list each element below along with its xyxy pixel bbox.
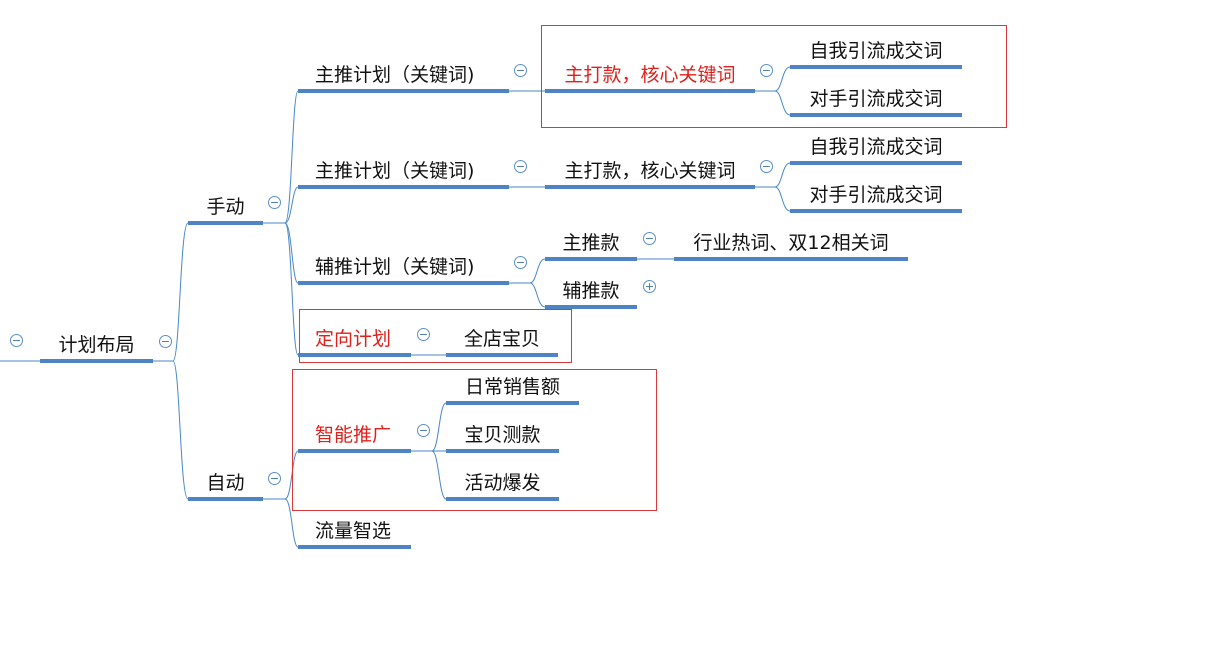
plan4-child-node[interactable]: 全店宝贝 bbox=[446, 325, 558, 357]
link-plan3-aux bbox=[529, 282, 546, 308]
plan2-leaf2-label: 对手引流成交词 bbox=[809, 184, 943, 206]
plan3-collapse-toggle[interactable]: − bbox=[514, 256, 527, 269]
smart-promotion-node[interactable]: 智能推广 bbox=[298, 421, 411, 453]
auto-node[interactable]: 自动 bbox=[188, 469, 263, 501]
plan1-child-node[interactable]: 主打款，核心关键词 bbox=[545, 61, 755, 93]
plan1-leaf-node[interactable]: 对手引流成交词 bbox=[790, 85, 962, 117]
plan4-collapse-toggle[interactable]: − bbox=[417, 328, 430, 341]
root-node[interactable]: 计划布局 bbox=[40, 331, 153, 363]
plan3-aux-label: 辅推款 bbox=[562, 280, 620, 302]
plan3-aux-expand-toggle[interactable]: + bbox=[643, 280, 656, 293]
smart-child-node[interactable]: 宝贝测款 bbox=[446, 421, 559, 453]
smart-child1-label: 日常销售额 bbox=[464, 376, 560, 398]
plan2-node[interactable]: 主推计划（关键词) bbox=[298, 157, 509, 189]
manual-collapse-toggle[interactable]: − bbox=[268, 196, 281, 209]
plan3-label: 辅推计划（关键词) bbox=[315, 256, 475, 278]
manual-label: 手动 bbox=[206, 196, 245, 218]
plan2-child-label: 主打款，核心关键词 bbox=[564, 160, 736, 182]
smart-child3-label: 活动爆发 bbox=[464, 472, 541, 494]
plan1-leaf-node[interactable]: 自我引流成交词 bbox=[790, 37, 962, 69]
smart-child-node[interactable]: 活动爆发 bbox=[446, 469, 559, 501]
link-auto-traffic bbox=[284, 498, 299, 548]
highlight-frame-targeting-plan bbox=[299, 309, 572, 363]
traffic-select-label: 流量智选 bbox=[315, 520, 392, 542]
plan3-main-node[interactable]: 主推款 bbox=[545, 229, 637, 261]
plan1-leaf2-label: 对手引流成交词 bbox=[809, 88, 943, 110]
plan3-main-label: 主推款 bbox=[562, 232, 620, 254]
plan2-leaf-node[interactable]: 对手引流成交词 bbox=[790, 181, 962, 213]
link-smart-child3 bbox=[431, 450, 447, 500]
plan4-label: 定向计划 bbox=[315, 328, 392, 350]
plan1-leaf1-label: 自我引流成交词 bbox=[809, 40, 943, 62]
plan1-label: 主推计划（关键词) bbox=[315, 64, 475, 86]
plan3-node[interactable]: 辅推计划（关键词) bbox=[298, 253, 509, 285]
plan3-main-leaf-node[interactable]: 行业热词、双12相关词 bbox=[674, 229, 908, 261]
plan2-leaf1-label: 自我引流成交词 bbox=[809, 136, 943, 158]
traffic-select-node[interactable]: 流量智选 bbox=[298, 517, 411, 549]
link-manual-plan4 bbox=[284, 222, 299, 356]
link-plan2-leaf2 bbox=[774, 186, 791, 212]
smart-promotion-collapse-toggle[interactable]: − bbox=[417, 424, 430, 437]
plan2-leaf-node[interactable]: 自我引流成交词 bbox=[790, 133, 962, 165]
plan1-node[interactable]: 主推计划（关键词) bbox=[298, 61, 509, 93]
link-plan1-leaf2 bbox=[774, 90, 791, 116]
smart-child2-label: 宝贝测款 bbox=[464, 424, 541, 446]
link-manual-plan2 bbox=[284, 186, 299, 224]
auto-label: 自动 bbox=[206, 472, 245, 494]
plan2-child-collapse-toggle[interactable]: − bbox=[760, 160, 773, 173]
plan2-child-node[interactable]: 主打款，核心关键词 bbox=[545, 157, 755, 189]
edge-collapse-toggle[interactable]: − bbox=[10, 334, 23, 347]
link-manual-plan1 bbox=[263, 90, 299, 224]
link-root-auto bbox=[172, 360, 189, 500]
smart-promotion-label: 智能推广 bbox=[315, 424, 392, 446]
link-manual-plan3 bbox=[284, 222, 299, 284]
smart-child-node[interactable]: 日常销售额 bbox=[446, 373, 579, 405]
root-collapse-toggle[interactable]: − bbox=[159, 335, 172, 348]
plan1-collapse-toggle[interactable]: − bbox=[514, 64, 527, 77]
plan3-main-leaf-label: 行业热词、双12相关词 bbox=[693, 232, 889, 254]
highlight-frame-core-keywords bbox=[541, 25, 1007, 128]
plan3-main-collapse-toggle[interactable]: − bbox=[643, 232, 656, 245]
plan3-aux-node[interactable]: 辅推款 bbox=[545, 277, 637, 309]
plan2-label: 主推计划（关键词) bbox=[315, 160, 475, 182]
plan1-child-collapse-toggle[interactable]: − bbox=[760, 64, 773, 77]
connector-lines bbox=[0, 66, 791, 548]
plan2-collapse-toggle[interactable]: − bbox=[514, 160, 527, 173]
root-label: 计划布局 bbox=[58, 334, 135, 356]
plan1-child-label: 主打款，核心关键词 bbox=[564, 64, 736, 86]
highlight-frame-smart-promotion bbox=[292, 369, 657, 511]
plan4-node[interactable]: 定向计划 bbox=[298, 325, 411, 357]
plan4-child-label: 全店宝贝 bbox=[463, 328, 540, 350]
manual-node[interactable]: 手动 bbox=[188, 193, 263, 225]
link-root-manual bbox=[153, 222, 189, 362]
auto-collapse-toggle[interactable]: − bbox=[268, 472, 281, 485]
